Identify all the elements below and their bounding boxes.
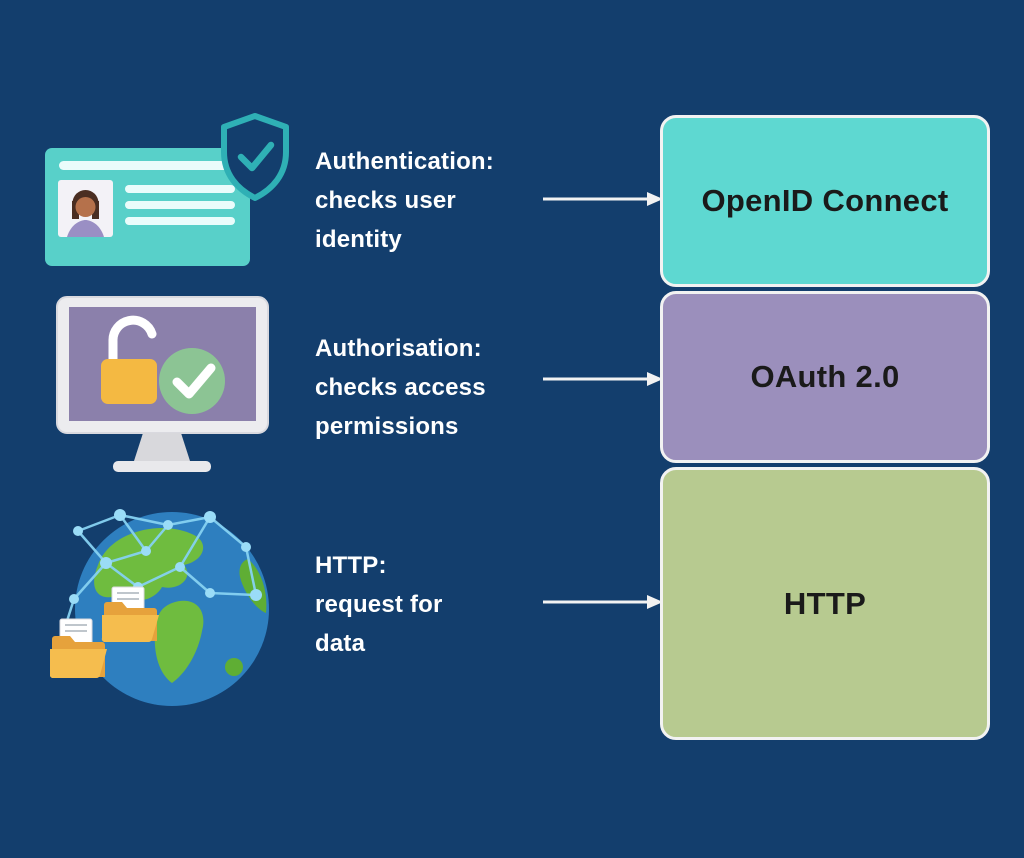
http-box-label: HTTP: [783, 585, 867, 621]
shield-check-icon: [221, 113, 289, 201]
arrow-icon: [543, 595, 663, 609]
openid-connect-box-label: OpenID Connect: [701, 183, 949, 218]
globe-network-icon: [49, 503, 270, 715]
arrow-icon: [543, 192, 663, 206]
authorisation-label: Authorisation: checks access permissions: [315, 335, 486, 440]
oauth-box: OAuth 2.0: [660, 291, 990, 463]
http-label: HTTP: request for data: [315, 552, 443, 657]
openid-connect-box: OpenID Connect: [660, 115, 990, 287]
id-card-shield-icon: [45, 112, 295, 268]
authentication-label: Authentication: checks user identity: [315, 148, 494, 253]
monitor-unlock-icon: [55, 295, 270, 480]
oauth-box-label: OAuth 2.0: [750, 359, 900, 394]
id-card-icon: [45, 148, 250, 266]
http-box: HTTP: [660, 467, 990, 740]
arrow-icon: [543, 372, 663, 386]
